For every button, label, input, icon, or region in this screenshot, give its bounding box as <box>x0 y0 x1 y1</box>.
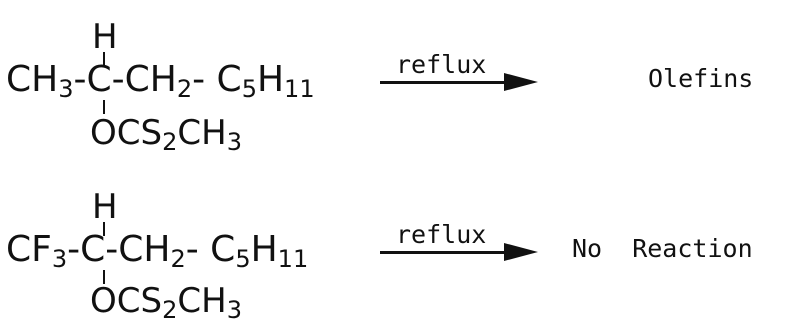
reaction-2-substituent: OCS2CH3 <box>90 281 242 324</box>
reaction-2-arrow-line <box>380 251 506 254</box>
reaction-1-bond-lower <box>103 100 105 114</box>
reaction-1-arrow-line <box>380 81 506 84</box>
reaction-2-product: No Reaction <box>572 234 753 263</box>
reaction-2-hydrogen: H <box>92 187 118 227</box>
reaction-2-arrow-head-icon <box>504 243 538 261</box>
reaction-1-arrow-head-icon <box>504 73 538 91</box>
reaction-1-bond-upper <box>103 52 105 66</box>
reaction-1-condition: reflux <box>396 50 487 79</box>
reaction-2-condition: reflux <box>396 220 487 249</box>
reaction-1-substituent: OCS2CH3 <box>90 113 242 156</box>
reaction-1-reactant-chain: CH3-C-CH2- C5H11 <box>6 59 315 103</box>
reaction-1-product: Olefins <box>648 64 754 93</box>
reaction-2-reactant-chain: CF3-C-CH2- C5H11 <box>6 229 309 273</box>
reaction-2-bond-lower <box>103 270 105 284</box>
reaction-2-bond-upper <box>103 222 105 236</box>
reaction-1-hydrogen: H <box>92 17 118 57</box>
